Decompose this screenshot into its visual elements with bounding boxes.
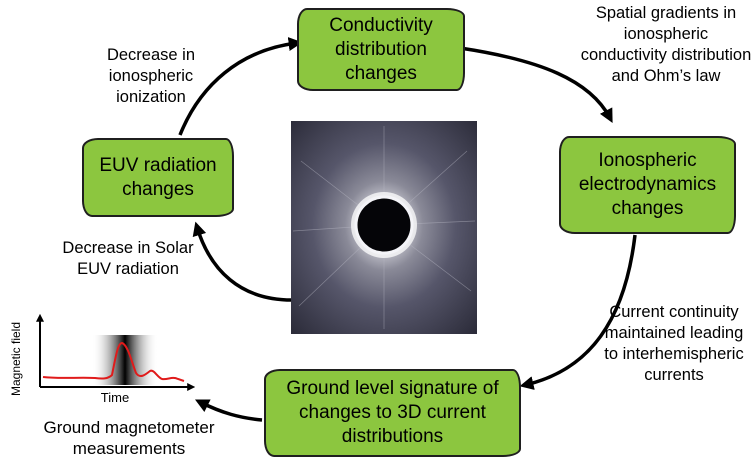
box-conductivity: Conductivity distribution changes [297,8,465,91]
arrow-ground-to-graph [194,399,263,422]
arrow-conductivity-to-iono [459,46,613,123]
arrow-eclipse-to-euv [192,221,293,302]
graph-ylabel: Magnetic field [9,322,23,396]
box-euv: EUV radiation changes [82,138,234,217]
box-ground: Ground level signature of changes to 3D … [264,369,521,457]
arrow-iono-to-ground [519,234,637,390]
box-ground-text: Ground level signature of changes to 3D … [286,378,499,447]
arrow-euv-to-conductivity [178,37,303,136]
box-ionospheric-text: Ionospheric electrodynamics changes [578,150,717,219]
graph-xlabel: Time [101,390,129,405]
label-decrease-ionization: Decrease in ionospheric ionization [106,46,196,106]
label-spatial-gradients: Spatial gradients in ionospheric conduct… [580,4,752,85]
box-conductivity-text: Conductivity distribution changes [329,14,433,84]
label-current-continuity: Current continuity maintained leading to… [604,303,744,384]
label-decrease-solar: Decrease in Solar EUV radiation [62,239,194,278]
label-ground-magnetometer: Ground magnetometer measurements [43,418,215,458]
magnetometer-graph: Magnetic field Time [9,313,196,405]
box-euv-text: EUV radiation changes [99,154,217,200]
box-ionospheric: Ionospheric electrodynamics changes [559,136,736,234]
magnetic-signal-line [42,341,185,382]
eclipse-shading [92,335,158,385]
solar-eclipse-image [291,121,477,334]
